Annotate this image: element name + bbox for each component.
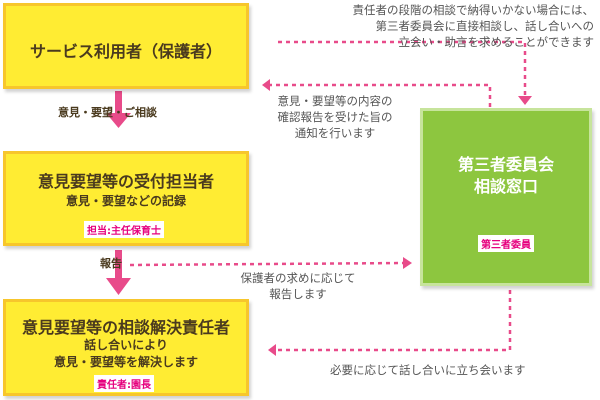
box-committee-title1: 第三者委員会 [457, 155, 554, 174]
badge-reception-owner: 担当:主任保育士 [84, 221, 164, 238]
dotted-line-committee-to-user [265, 83, 492, 107]
arrow-label-opinion: 意見・要望・ご相談 [58, 106, 157, 119]
badge-committee: 第三者委員 [478, 235, 534, 252]
note-report: 保護者の求めに応じて 報告します [228, 270, 368, 302]
note-top-line2: 第三者委員会に直接相談し、話し合いへの [375, 19, 595, 33]
dotted-line-committee-to-resolution [275, 290, 512, 352]
box-reception-sub: 意見・要望などの記録 [65, 194, 186, 208]
note-report-line1: 保護者の求めに応じて [240, 271, 356, 285]
box-resolution-sub1: 話し合いにより [84, 338, 168, 352]
note-confirm-line1: 意見・要望等の内容の [277, 94, 393, 108]
box-service-user: サービス利用者（保護者） [3, 3, 249, 89]
down-arrow-1 [106, 91, 131, 128]
note-top-line3: 立会い・助言を求めることができます [398, 35, 595, 49]
box-reception-title: 意見要望等の受付担当者 [37, 172, 214, 191]
badge-resolution-owner: 責任者:園長 [94, 375, 154, 392]
note-bottom: 必要に応じて話し合いに立ち会います [330, 363, 526, 377]
arrowhead-left-resolution [268, 344, 276, 356]
box-resolution-sub2: 意見・要望等を解決します [53, 355, 198, 369]
note-top-line1: 責任者の段階の相談で納得いかない場合には、 [352, 3, 595, 17]
arrowhead-right-committee [403, 257, 412, 269]
dotted-line-report [129, 261, 406, 267]
note-top: 責任者の段階の相談で納得いかない場合には、 第三者委員会に直接相談し、話し合いへ… [272, 2, 595, 50]
note-confirm-line2: 確認報告を受けた旨の [277, 110, 393, 124]
down-arrow-2 [106, 250, 131, 295]
box-service-user-title: サービス利用者（保護者） [29, 42, 222, 61]
box-resolution-title: 意見要望等の相談解決責任者 [21, 318, 230, 337]
note-confirm: 意見・要望等の内容の 確認報告を受けた旨の 通知を行います [260, 93, 410, 141]
note-confirm-line3: 通知を行います [294, 126, 376, 140]
box-resolution: 意見要望等の相談解決責任者 話し合いにより 意見・要望等を解決します 責任者:園… [3, 299, 249, 396]
box-committee-title2: 相談窓口 [473, 177, 538, 196]
arrowhead-left-user [262, 79, 270, 91]
note-report-line2: 報告します [269, 287, 327, 301]
dotted-line-user-to-committee [278, 40, 527, 98]
arrowhead-down-committee [518, 96, 532, 105]
box-reception: 意見要望等の受付担当者 意見・要望などの記録 担当:主任保育士 [3, 151, 249, 246]
box-committee: 第三者委員会 相談窓口 第三者委員 [420, 108, 592, 286]
arrow-label-report: 報告 [100, 257, 122, 270]
